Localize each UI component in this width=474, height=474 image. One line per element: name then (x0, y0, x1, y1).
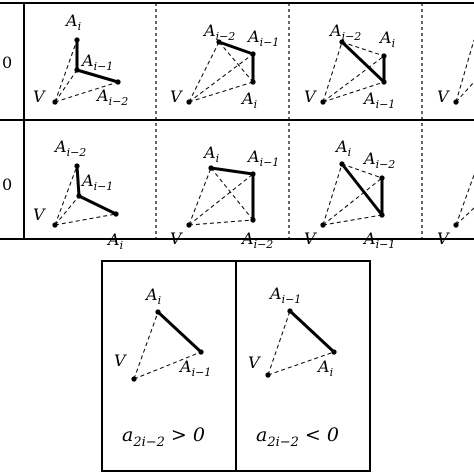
apex-label: V (114, 351, 127, 370)
vertex-label: Ai−1 (80, 171, 113, 193)
vertex-label: Ai−2 (53, 137, 86, 159)
vertex-label: Ai−1 (268, 284, 301, 306)
vertex-label: Ai−2 (240, 229, 273, 251)
apex-label: V (437, 87, 450, 106)
condition-label-negative: a2i−2< 0 (256, 424, 339, 450)
apex-label: V (170, 229, 183, 248)
row-label-2: 0 (2, 175, 12, 194)
vertex-label: Ai−1 (246, 147, 279, 169)
vertex-label: Ai (106, 230, 123, 252)
cell-r2-c1: Ai−2 Ai−1 Ai V (33, 137, 123, 252)
vertex-label: Ai−1 (362, 229, 395, 251)
apex-label: V (248, 353, 261, 372)
apex-label: V (33, 87, 46, 106)
row-label-1: 0 (2, 53, 12, 72)
apex-label: V (437, 229, 450, 248)
vertex-label: Ai (378, 28, 395, 50)
vertex-label: Ai−2 (202, 21, 235, 43)
cell-r1-c2: Ai−2 Ai−1 Ai V (170, 21, 279, 111)
vertex-label: Ai (316, 357, 333, 379)
vertex-label: Ai (64, 11, 81, 33)
bottom-panel-positive: Ai Ai−1 V a2i−2> 0 (114, 285, 211, 450)
bottom-panels (101, 260, 371, 472)
vertex-label: Ai−1 (362, 89, 395, 111)
vertex-label: Ai−1 (178, 357, 211, 379)
cell-r2-c3: Ai Ai−2 Ai−1 V (304, 137, 395, 251)
vertex-label: Ai−2 (362, 149, 395, 171)
cell-r1-c1: Ai Ai−1 Ai−2 V (33, 11, 128, 108)
cell-r1-c4: V (437, 39, 474, 106)
vertex-label: Ai−1 (246, 27, 279, 49)
vertex-label: Ai−1 (80, 51, 113, 73)
vertex-label: Ai (144, 285, 161, 307)
cell-r2-c2: Ai Ai−1 Ai−2 V (170, 143, 279, 251)
cell-r2-c4: V (437, 174, 474, 248)
vertex-label: Ai (202, 143, 219, 165)
vertex-label: Ai (240, 89, 257, 111)
cell-r1-c3: Ai−2 Ai Ai−1 V (304, 21, 395, 111)
configuration-table (0, 2, 474, 240)
vertex-label: Ai−2 (328, 21, 361, 43)
apex-label: V (304, 229, 317, 248)
apex-label: V (33, 205, 46, 224)
vertex-label: Ai (334, 137, 351, 159)
apex-label: V (304, 87, 317, 106)
apex-label: V (170, 87, 183, 106)
condition-label-positive: a2i−2> 0 (122, 424, 205, 450)
vertex-label: Ai−2 (95, 86, 128, 108)
bottom-panel-negative: Ai−1 Ai V a2i−2< 0 (248, 284, 339, 450)
